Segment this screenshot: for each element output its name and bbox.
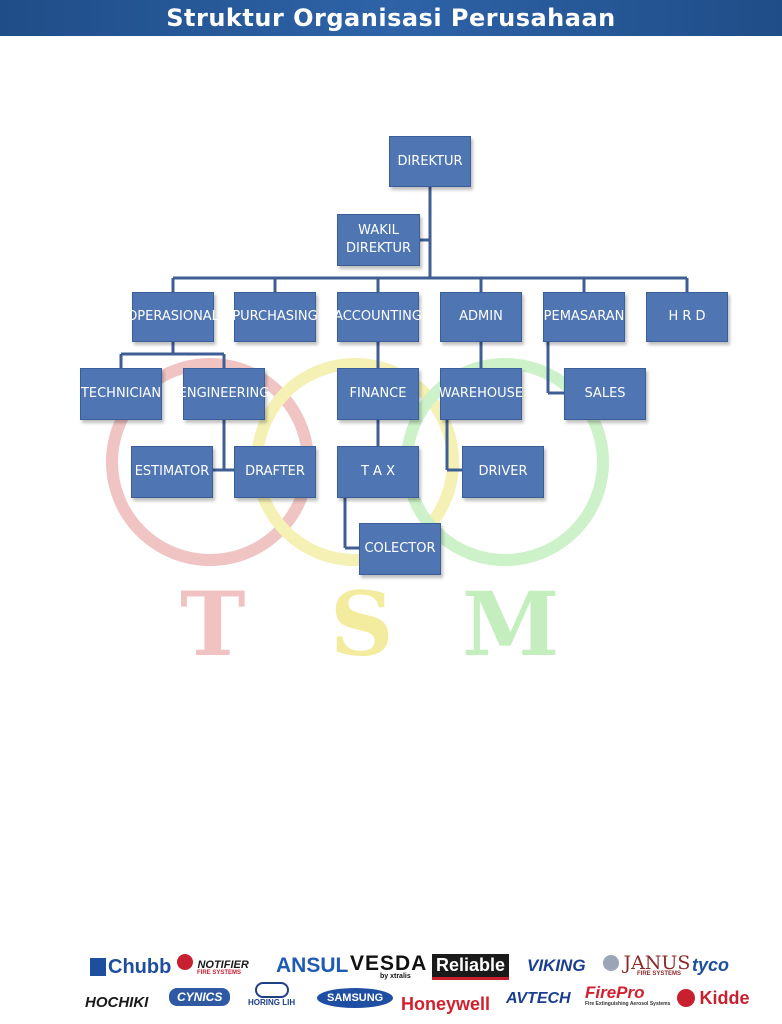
node-direktur: DIREKTUR bbox=[389, 136, 471, 187]
logo-horing-lih: HORING LIH bbox=[248, 982, 295, 1007]
node-hrd: H R D bbox=[646, 292, 728, 342]
node-warehouse: WAREHOUSE bbox=[439, 368, 523, 420]
logo-viking: VIKING bbox=[527, 956, 586, 975]
node-purchasing: PURCHASING bbox=[232, 292, 318, 342]
logo-samsung: SAMSUNG bbox=[317, 988, 394, 1008]
logo-firepro: FirePro Fire Extinguishing Aerosol Syste… bbox=[585, 983, 671, 1007]
node-driver: DRIVER bbox=[462, 446, 544, 498]
logo-ansul: ANSUL bbox=[276, 954, 349, 977]
logo-hochiki: HOCHIKI bbox=[85, 994, 149, 1011]
partner-logos: Chubb NOTIFIER FIRE SYSTEMS ANSUL VESDA … bbox=[85, 950, 755, 1020]
node-technician: TECHNICIAN bbox=[80, 368, 162, 420]
logo-honeywell: Honeywell bbox=[401, 994, 491, 1014]
logo-notifier: NOTIFIER FIRE SYSTEMS bbox=[177, 954, 257, 976]
chubb-mark-icon bbox=[90, 958, 106, 976]
page-header: Struktur Organisasi Perusahaan bbox=[0, 0, 782, 36]
logo-janus: JANUS FIRE SYSTEMS bbox=[603, 952, 690, 977]
logo-tyco: tyco bbox=[692, 955, 730, 975]
node-colector: COLECTOR bbox=[359, 523, 441, 575]
janus-globe-icon bbox=[603, 955, 619, 971]
notifier-mark-icon bbox=[177, 954, 193, 970]
logo-reliable: Reliable bbox=[432, 954, 510, 980]
node-wakil-direktur: WAKIL DIREKTUR bbox=[337, 214, 420, 266]
node-estimator: ESTIMATOR bbox=[131, 446, 213, 498]
horing-lih-mark-icon bbox=[254, 982, 289, 998]
node-accounting: ACCOUNTING bbox=[334, 292, 422, 342]
watermark-letter-s: S bbox=[330, 572, 394, 676]
page-title: Struktur Organisasi Perusahaan bbox=[166, 4, 616, 32]
node-admin: ADMIN bbox=[440, 292, 522, 342]
node-engineering: ENGINEERING bbox=[179, 368, 269, 420]
watermark-letter-m: M bbox=[462, 572, 560, 676]
logo-cynics: CYNICS bbox=[169, 988, 231, 1006]
node-tax: T A X bbox=[337, 446, 419, 498]
logo-avtech: AVTECH bbox=[506, 990, 571, 1007]
node-sales: SALES bbox=[564, 368, 646, 420]
node-drafter: DRAFTER bbox=[234, 446, 316, 498]
logo-kidde: Kidde bbox=[677, 988, 749, 1009]
watermark-letter-t: T bbox=[180, 572, 246, 676]
logo-vesda: VESDA by xtralis bbox=[350, 952, 428, 980]
node-finance: FINANCE bbox=[337, 368, 419, 420]
logo-chubb: Chubb bbox=[90, 956, 171, 979]
node-pemasaran: PEMASARAN bbox=[543, 292, 625, 342]
kidde-mark-icon bbox=[677, 989, 695, 1007]
node-operasional: OPERASIONAL bbox=[127, 292, 219, 342]
